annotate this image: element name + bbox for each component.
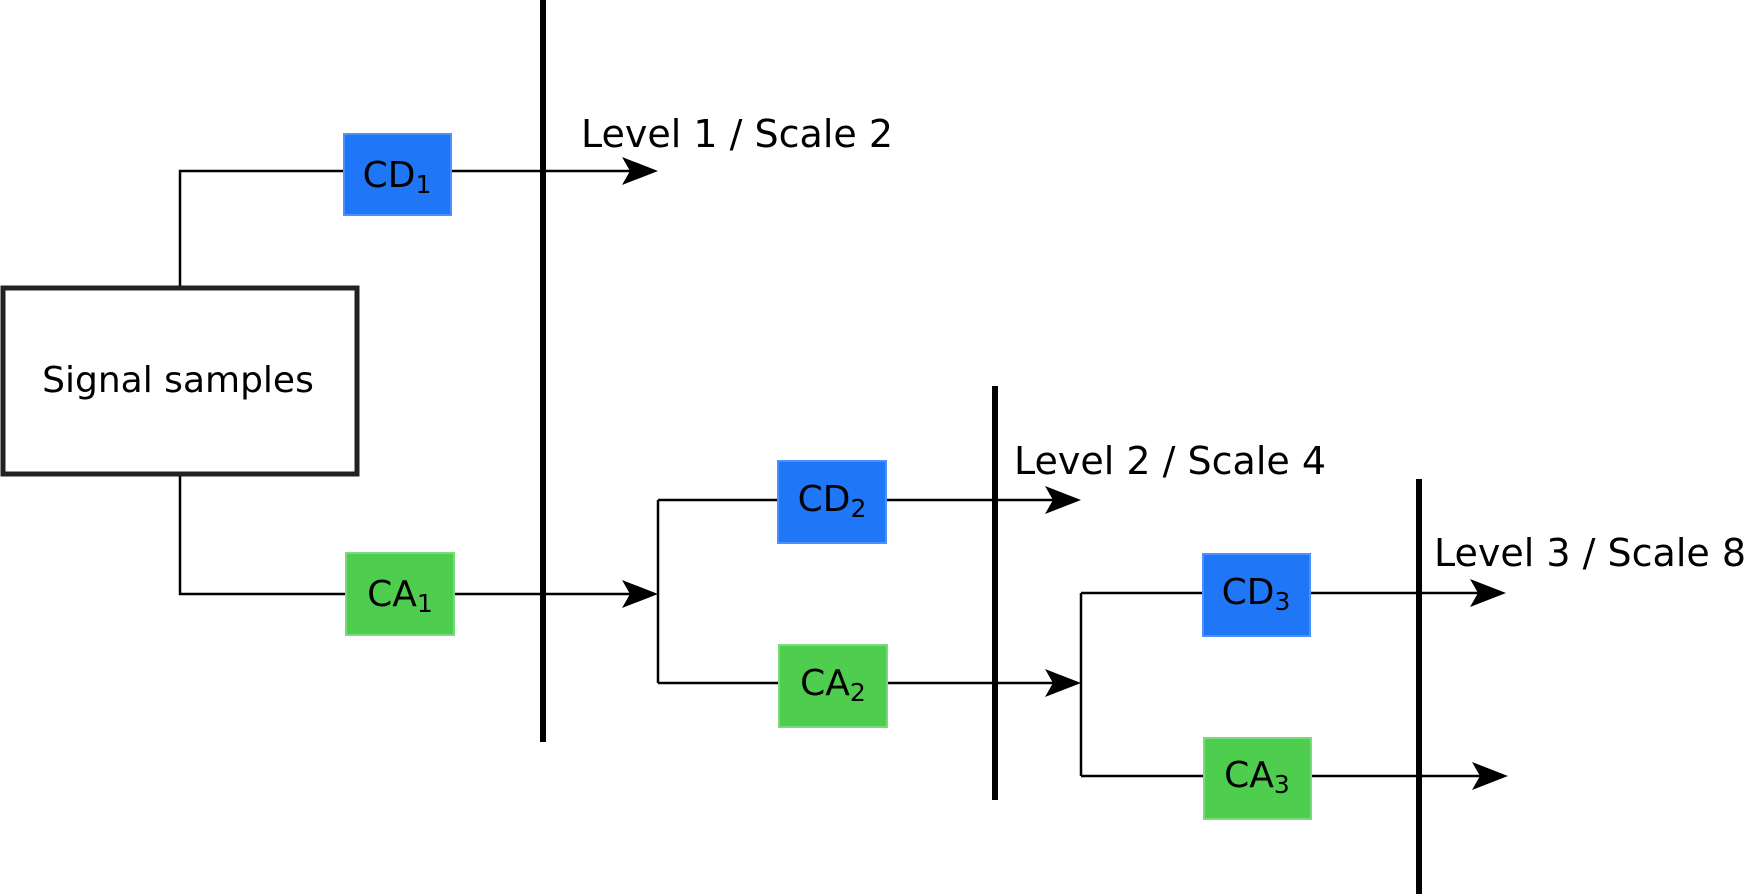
- arrowhead-ca1-split: [622, 580, 658, 608]
- level-3-label: Level 3 / Scale 8: [1434, 531, 1746, 575]
- node-cd3-base: CD: [1222, 572, 1275, 613]
- arrowhead-ca3-output: [1472, 762, 1508, 790]
- level-2-label: Level 2 / Scale 4: [1014, 439, 1326, 483]
- level-labels: Level 1 / Scale 2 Level 2 / Scale 4 Leve…: [581, 112, 1746, 575]
- arrowhead-ca2-split: [1045, 669, 1081, 697]
- node-ca1: CA1: [345, 552, 455, 636]
- level-dividers: [540, 0, 1422, 894]
- node-cd1-label: CD1: [363, 155, 432, 199]
- source-label: Signal samples: [42, 360, 314, 401]
- node-cd3: CD3: [1202, 553, 1311, 637]
- node-cd3-label: CD3: [1222, 572, 1291, 616]
- node-ca3-base: CA: [1224, 755, 1274, 796]
- node-cd3-subscript: 3: [1274, 587, 1290, 616]
- node-cd2: CD2: [777, 460, 887, 544]
- node-cd3-box: [1202, 553, 1311, 637]
- node-ca2-box: [778, 644, 888, 728]
- arrowhead-cd1-output: [622, 157, 658, 185]
- node-ca2-label: CA2: [800, 663, 866, 707]
- source-box-frame: [0, 285, 360, 477]
- node-ca1-subscript: 1: [417, 589, 433, 618]
- arrowheads: [622, 157, 1508, 790]
- node-cd1-base: CD: [363, 155, 416, 196]
- arrowhead-cd2-output: [1045, 486, 1081, 514]
- node-ca1-base: CA: [367, 574, 417, 615]
- node-ca1-box: [345, 552, 455, 636]
- node-cd1: CD1: [343, 133, 452, 216]
- node-cd1-subscript: 1: [415, 170, 431, 199]
- node-ca3: CA3: [1203, 737, 1312, 820]
- node-ca3-label: CA3: [1224, 755, 1290, 799]
- node-ca2-subscript: 2: [850, 678, 866, 707]
- connector-source-cd1: [178, 169, 344, 292]
- level-1-label: Level 1 / Scale 2: [581, 112, 893, 156]
- node-ca3-box: [1203, 737, 1312, 820]
- node-ca1-label: CA1: [367, 574, 433, 618]
- node-cd2-box: [777, 460, 887, 544]
- arrowhead-cd3-output: [1470, 579, 1506, 607]
- node-ca2: CA2: [778, 644, 888, 728]
- node-cd2-label: CD2: [798, 479, 867, 523]
- node-ca3-subscript: 3: [1274, 770, 1290, 799]
- connector-source-ca1: [178, 474, 346, 596]
- node-ca2-base: CA: [800, 663, 850, 704]
- node-cd2-subscript: 2: [850, 494, 866, 523]
- source-box: Signal samples: [0, 285, 360, 477]
- node-cd2-base: CD: [798, 479, 851, 520]
- node-cd1-box: [343, 133, 452, 216]
- connectors: [178, 169, 1480, 778]
